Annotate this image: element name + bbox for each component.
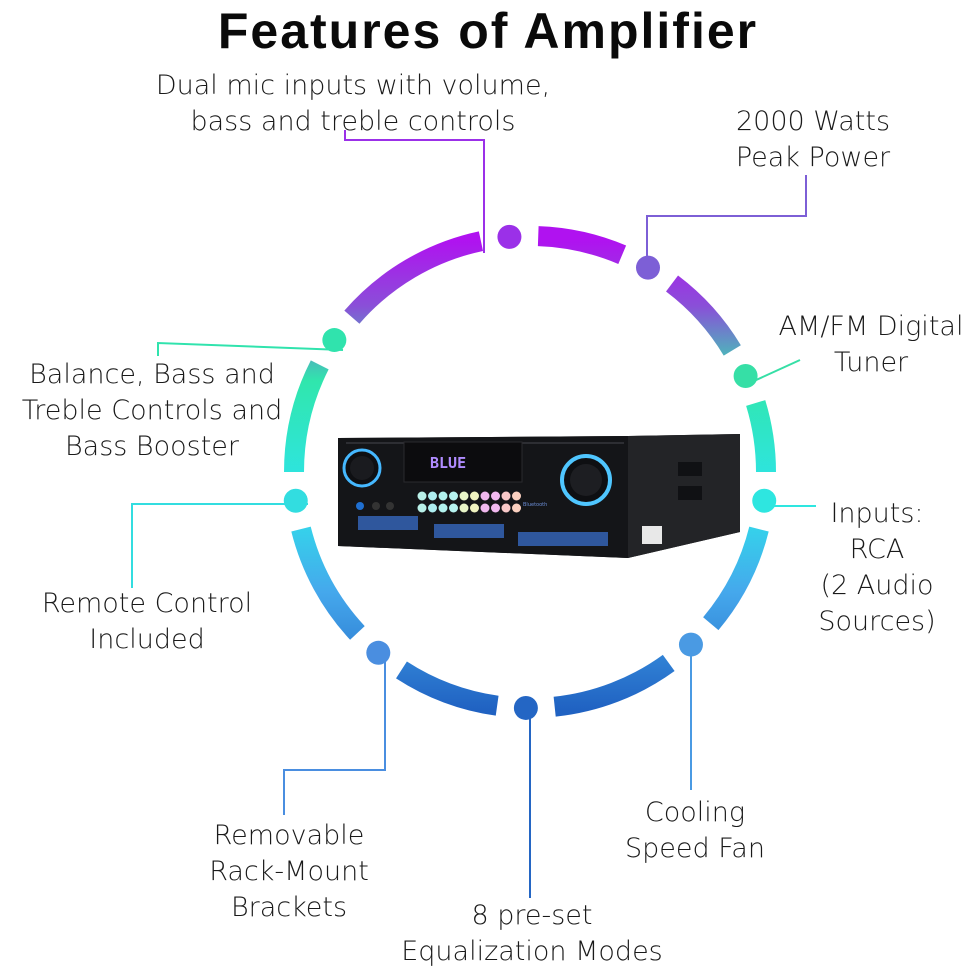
feature-label-line: 8 pre-set [471, 900, 593, 931]
amplifier-image: BLUE Bluetooth [338, 434, 740, 558]
ring-segment [746, 400, 776, 473]
ring-segment [537, 226, 627, 265]
feature-label-line: Equalization Modes [401, 936, 663, 967]
leader-line-peak-power [646, 175, 807, 277]
feature-dots [283, 224, 777, 720]
amp-preset-button [470, 491, 479, 501]
ring-segments [284, 226, 776, 717]
feature-label-line: Inputs: [830, 498, 924, 529]
feature-dot-peak-power [636, 255, 660, 280]
feature-dot-inputs-rca [752, 488, 777, 513]
leader-line-remote [131, 503, 308, 588]
feature-label-line: Peak Power [735, 142, 891, 173]
amp-preset-button [501, 503, 511, 513]
feature-label-line: 2000 Watts [735, 106, 891, 137]
amp-preset-button [480, 503, 490, 513]
feature-label-line: Removable [213, 820, 365, 851]
amp-preset-button [449, 503, 458, 513]
ring-segment [284, 360, 329, 473]
ring-segment [665, 275, 741, 356]
amp-preset-button [491, 503, 500, 513]
leader-lines [131, 130, 816, 898]
amp-preset-button [449, 491, 458, 501]
feature-label-line: bass and treble controls [190, 106, 516, 137]
amp-preset-button [417, 491, 427, 501]
ring-segment [553, 654, 675, 717]
feature-dot-mic-inputs [497, 224, 522, 249]
ring-segment [396, 661, 499, 716]
amp-preset-button [459, 503, 469, 513]
amp-preset-button [438, 491, 448, 501]
ring-segment [291, 526, 365, 640]
feature-label-line: Brackets [230, 892, 348, 923]
amp-preset-button [428, 503, 437, 513]
feature-label-line: Cooling [644, 797, 746, 828]
amp-preset-button [428, 491, 437, 501]
bluetooth-label: Bluetooth [523, 502, 547, 508]
feature-dot-eq-modes [513, 695, 538, 720]
feature-dot-tuner [733, 364, 758, 389]
display-text: BLUE [430, 454, 466, 472]
feature-dot-rack-mount [366, 640, 391, 665]
amp-preset-button [480, 491, 490, 501]
page-title: Features of Amplifier [217, 3, 759, 59]
leader-line-mic-inputs [344, 130, 485, 253]
feature-dot-remote [283, 488, 308, 513]
feature-label-mic-inputs: Dual mic inputs with volume, bass and tre… [103, 68, 603, 140]
feature-label-line: Balance, Bass and [29, 359, 275, 390]
feature-dot-cooling-fan [678, 632, 703, 657]
feature-label-line: Remote Control [41, 588, 253, 619]
amp-preset-button [417, 503, 427, 513]
amp-preset-button [512, 503, 521, 513]
feature-label-line: Rack-Mount [209, 856, 369, 887]
feature-label-line: Sources) [818, 606, 936, 637]
amp-preset-button [459, 491, 469, 501]
feature-label-line: Dual mic inputs with volume, [155, 70, 551, 101]
feature-label-line: Tuner [833, 347, 909, 378]
feature-label-line: Included [89, 624, 205, 655]
feature-label-line: Treble Controls and [21, 395, 283, 426]
ring-segment [344, 231, 484, 324]
feature-label-line: Speed Fan [625, 833, 765, 864]
amp-preset-button [501, 491, 511, 501]
feature-label-line: Bass Booster [64, 431, 240, 462]
feature-label-line: RCA [849, 534, 905, 565]
feature-label-line: AM/FM Digital [778, 311, 964, 342]
feature-label-line: (2 Audio [820, 570, 934, 601]
amp-preset-button [512, 491, 521, 501]
feature-dot-balance-bass [322, 328, 347, 353]
ring-segment [703, 526, 769, 631]
leader-line-rack-mount [283, 650, 386, 815]
leader-line-balance-bass [157, 341, 344, 356]
amp-preset-button [470, 503, 479, 513]
amp-preset-button [491, 491, 500, 501]
amp-preset-button [438, 503, 448, 513]
